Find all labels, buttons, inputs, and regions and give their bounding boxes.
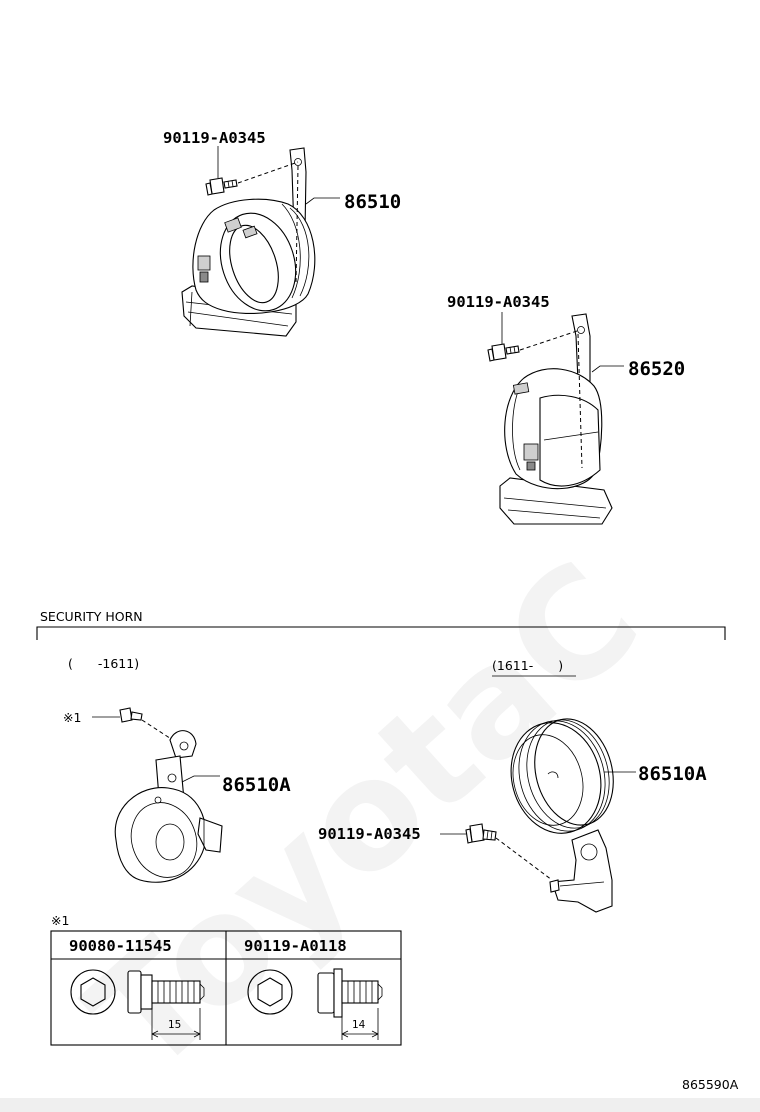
bolt-90080-11545-drawing <box>70 969 205 1040</box>
callout-90119-a0345-right: 90119-A0345 <box>318 825 421 843</box>
callout-86520: 86520 <box>628 358 685 380</box>
range-left: ( -1611) <box>68 656 139 671</box>
horn-86510[interactable] <box>181 147 316 337</box>
bolt-length-14: 14 <box>352 1019 366 1031</box>
callout-90119-a0345-upper-right: 90119-A0345 <box>447 293 550 311</box>
security-horn-86510a-left[interactable] <box>114 730 223 887</box>
bolt-note-1-left[interactable] <box>119 707 143 723</box>
range-right: (1611- ) <box>492 658 563 673</box>
callout-86510: 86510 <box>344 191 401 213</box>
section-bracket <box>36 626 726 640</box>
bolt-table-note: ※1 <box>51 913 69 928</box>
bottom-strip <box>0 1098 760 1112</box>
callout-86510a-left: 86510A <box>222 774 291 796</box>
bolt-90119-a0345-upper-right[interactable] <box>487 343 520 362</box>
bolt-table <box>50 930 402 1046</box>
callout-86510a-right: 86510A <box>638 763 707 785</box>
bolt-table-col-2-part-number: 90119-A0118 <box>244 937 347 955</box>
horn-86520[interactable] <box>499 313 613 525</box>
bolt-90119-a0118-drawing <box>247 968 383 1040</box>
bolt-length-15: 15 <box>168 1019 181 1031</box>
bolt-90119-a0345-upper[interactable] <box>205 177 238 196</box>
diagram-id: 865590A <box>682 1077 739 1092</box>
note-mark-left: ※1 <box>63 710 81 725</box>
bolt-table-col-1-part-number: 90080-11545 <box>69 937 172 955</box>
bolt-90119-a0345-right[interactable] <box>465 823 497 844</box>
callout-90119-a0345-upper: 90119-A0345 <box>163 129 266 147</box>
section-title-security-horn: SECURITY HORN <box>40 609 143 624</box>
security-horn-86510a-right[interactable] <box>499 710 625 913</box>
